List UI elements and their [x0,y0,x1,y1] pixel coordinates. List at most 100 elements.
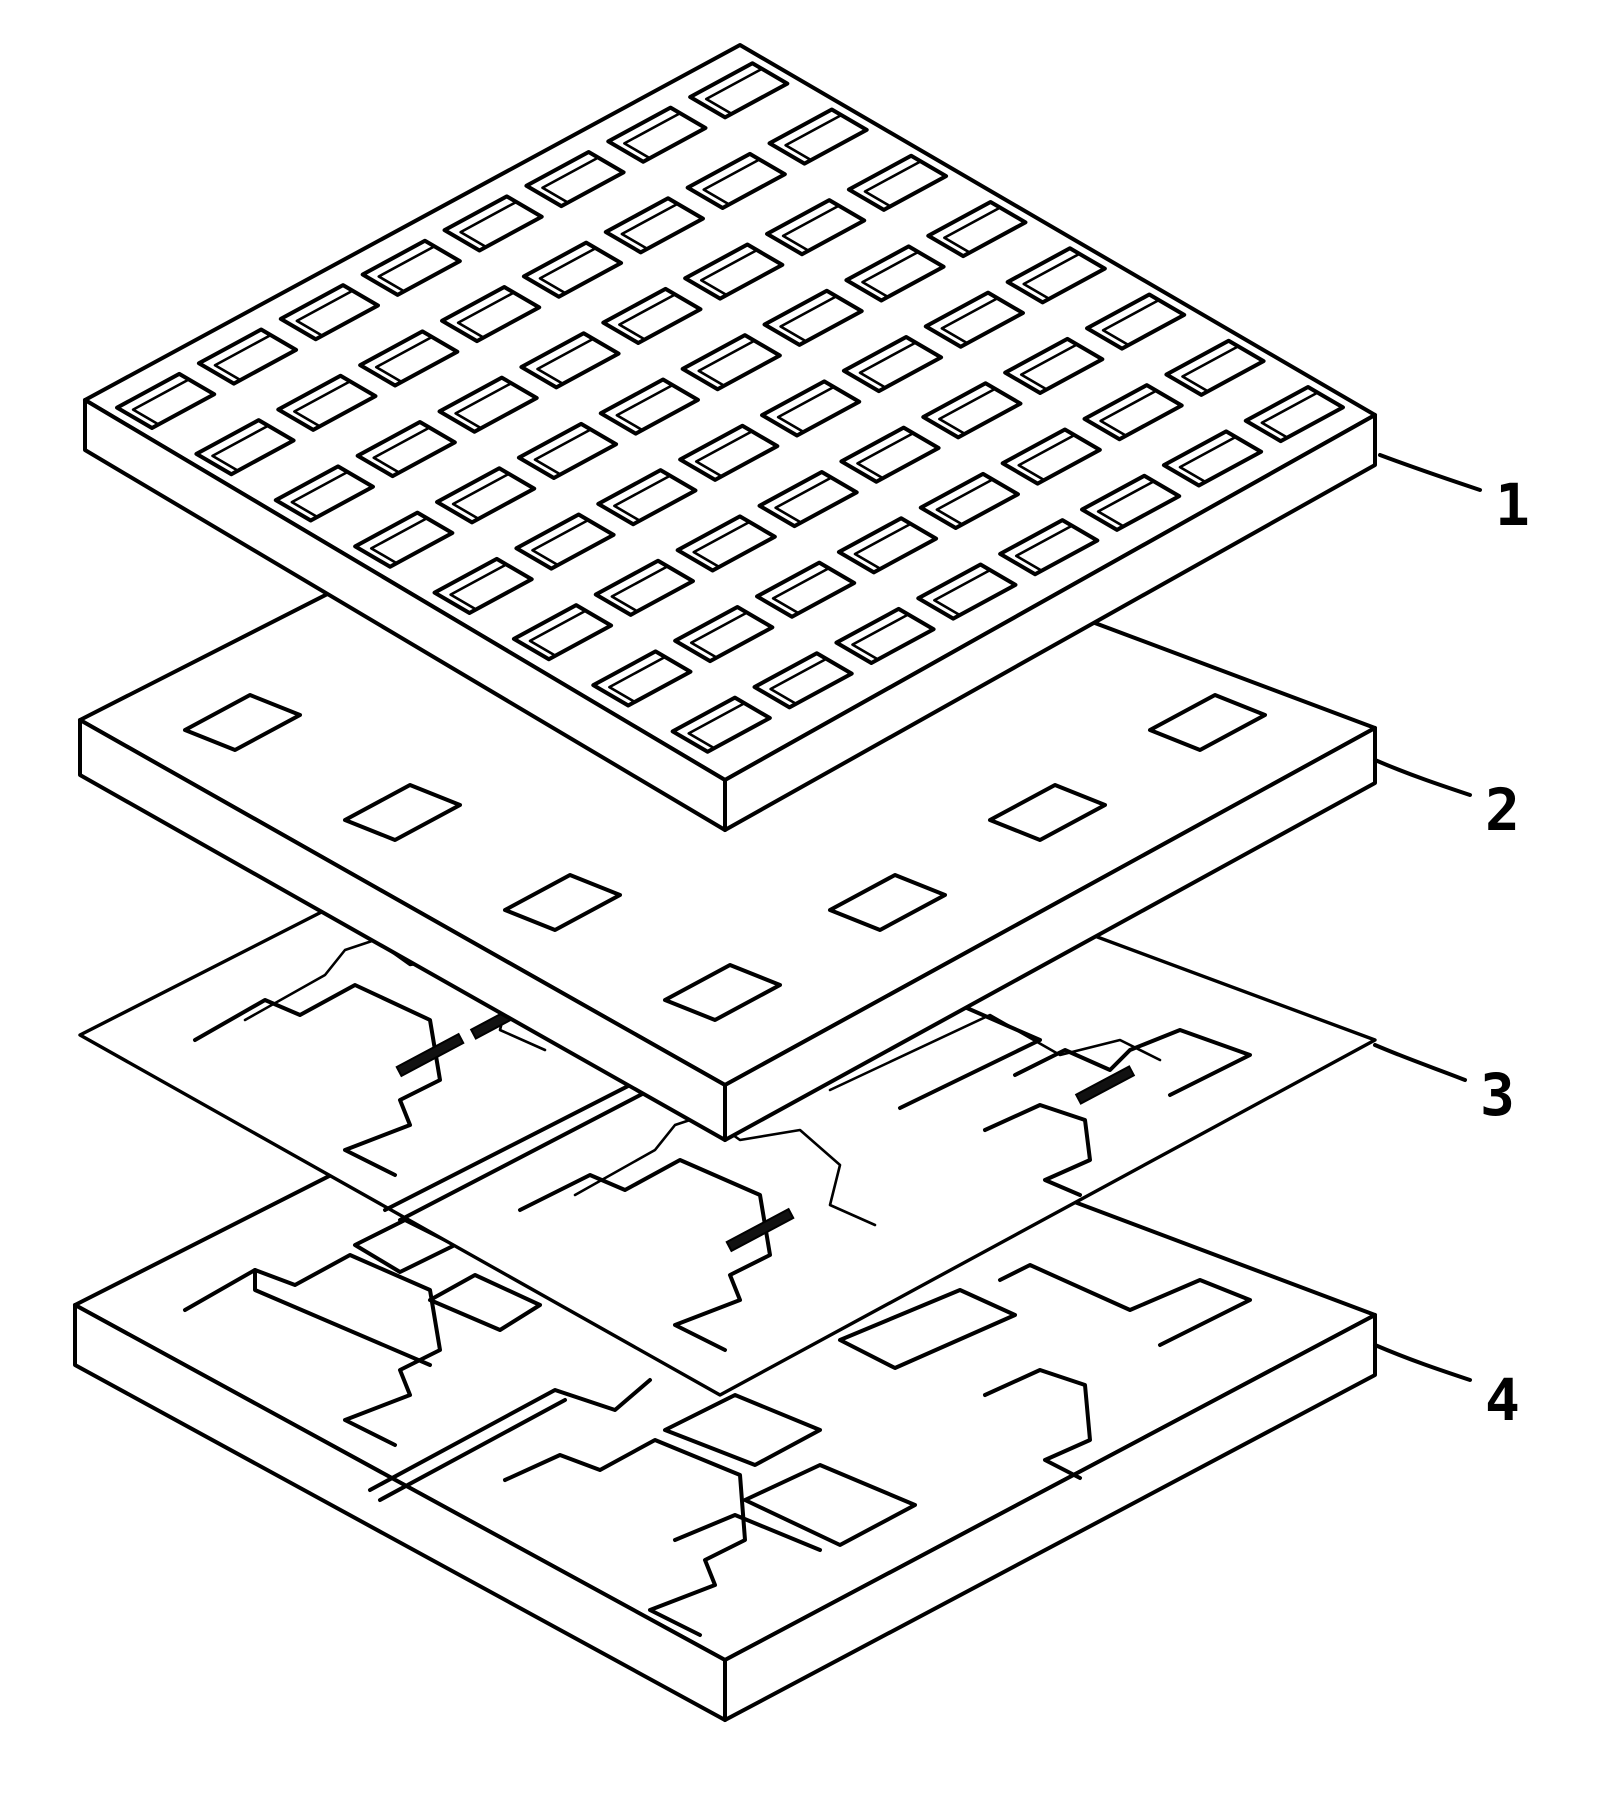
cavity-inner-edge [536,338,593,385]
layer-4-channels [183,1218,1252,1637]
cavity [841,335,944,394]
cavity [435,466,537,525]
cavity-inner-edge [1019,344,1077,390]
cavity-inner-edge [861,251,918,298]
cavity [923,290,1025,349]
cavity [521,240,624,299]
cavity-inner-edge [541,157,598,203]
cavity [1164,338,1266,397]
cavity-inner-edge [699,249,757,296]
cavity-inner-edge [776,386,834,433]
cavity [273,464,375,523]
cavity-inner-edge [689,612,747,658]
callout-label-1: 1 [1495,471,1530,539]
cavity [673,605,775,664]
cavity-inner-edge [211,425,268,472]
cavity [918,471,1020,530]
cavity [916,562,1018,621]
cavity [670,695,772,754]
cavity-inner-edge [374,336,432,383]
cavity-inner-edge [1260,392,1318,438]
cavity-inner-edge [863,160,921,207]
cavity-inner-edge [774,477,831,523]
cavity-inner-edge [853,523,911,570]
cavity-inner-edge [369,517,427,564]
cavity [358,329,460,388]
cavity [1000,427,1102,486]
cavity-inner-edge [451,473,509,520]
cavity [762,288,864,347]
cavity-inner-edge [538,247,596,294]
cavity-inner-edge [1101,299,1159,346]
cavity-inner-edge [213,334,271,381]
cavity [1005,246,1107,305]
cavity [1082,383,1184,442]
cavity [839,425,941,484]
cavity-inner-edge [456,292,514,338]
cavity-inner-edge [613,475,670,522]
cavity-inner-edge [1014,525,1072,572]
cavity-inner-edge [1099,390,1156,437]
cavity [1161,429,1264,488]
cavity-inner-edge [935,479,993,525]
cavity-inner-edge [459,201,516,248]
cavity-inner-edge [781,205,839,252]
cavity-inner-edge [687,702,745,749]
cavity-inner-edge [618,294,675,340]
cavity-inner-edge [1096,480,1154,527]
cavity-inner-edge [1022,253,1080,300]
cavity-inner-edge [1181,345,1238,392]
cavity-inner-edge [293,380,350,427]
cavity-inner-edge [771,567,829,614]
cavity-inner-edge [692,521,750,568]
cavity-inner-edge [531,519,588,566]
cavity [432,556,534,615]
cavity-inner-edge [704,68,762,115]
cavity [353,510,455,569]
cavity-inner-edge [769,658,826,705]
cavity [1085,292,1187,351]
cavity [603,196,705,255]
cavity-inner-edge [608,656,665,703]
cavity [606,105,708,164]
cavity-inner-edge [702,159,760,205]
cavity [998,518,1100,577]
cavity-inner-edge [610,565,668,612]
callouts: 1 2 3 4 [1373,453,1530,1434]
cavity-inner-edge [377,245,435,292]
cavity-inner-edge [615,384,673,431]
callout-label-2: 2 [1485,776,1520,844]
cavity [601,286,703,345]
cavity [437,375,539,434]
cavity-inner-edge [1017,434,1075,481]
cavity [194,418,296,477]
cavity-inner-edge [295,290,353,337]
cavity [519,331,621,390]
cavity [355,420,457,479]
cavity-inner-edge [933,569,990,616]
cavity [836,516,939,575]
cavity [678,423,780,482]
cavity [844,244,946,303]
cavity [834,606,936,665]
cavity [440,285,542,344]
cavity [1243,385,1345,444]
cavity [1003,336,1105,395]
cavity [524,150,626,209]
cavity-inner-edge [623,112,680,159]
cavity [752,651,854,710]
cavity [596,468,698,527]
cavity [760,379,862,438]
cavity [680,333,782,392]
cavity-inner-edge [858,342,916,388]
cavity [196,327,299,386]
cavity [921,381,1023,440]
cavity [598,377,700,436]
cavity-inner-edge [943,207,1000,253]
cavity [683,242,785,301]
cavity-inner-edge [620,203,678,250]
cavity-inner-edge [779,295,836,342]
cavity-inner-edge [938,388,995,435]
cavity-inner-edge [694,430,752,477]
